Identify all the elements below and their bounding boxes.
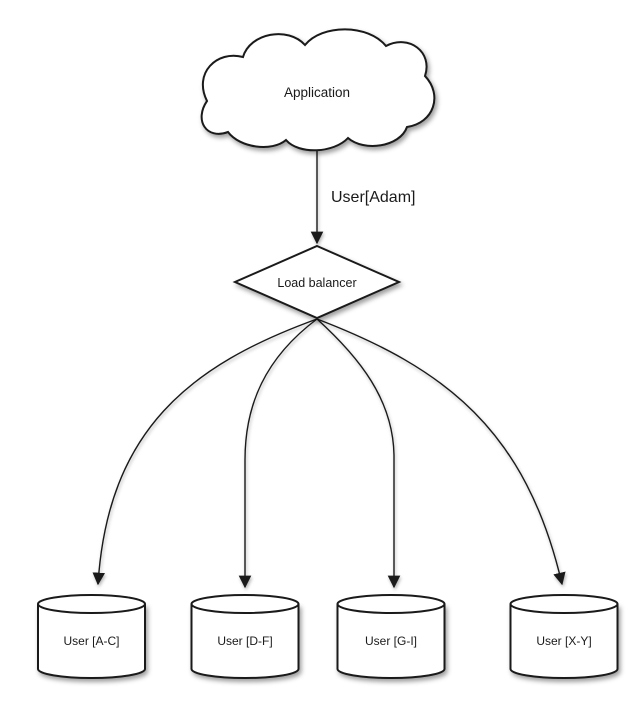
node-application: Application <box>200 28 436 152</box>
cloud-shape <box>200 28 436 152</box>
shard-2-label: User [D-F] <box>217 634 272 648</box>
cylinder-body <box>336 604 446 679</box>
cylinder-top <box>37 594 146 614</box>
shard-1-label: User [A-C] <box>63 634 119 648</box>
node-shard-4: User [X-Y] <box>509 594 619 679</box>
edge-lb-to-shard-4 <box>316 318 566 586</box>
edge-lb-to-shard-3 <box>316 318 401 589</box>
edge-label-user-adam: User[Adam] <box>331 189 415 206</box>
edge-group <box>92 150 566 589</box>
load-balancer-label: Load balancer <box>277 276 356 290</box>
edge-lb-to-shard-1 <box>92 318 318 586</box>
edge-lb-to-shard-2 <box>238 318 318 589</box>
cylinder-body <box>190 604 300 679</box>
node-shard-1: User [A-C] <box>37 594 146 679</box>
cylinder-top <box>336 594 446 614</box>
node-shard-3: User [G-I] <box>336 594 446 679</box>
cylinder-body <box>37 604 146 679</box>
cylinder-body <box>509 604 619 679</box>
node-shard-2: User [D-F] <box>190 594 300 679</box>
cylinder-top <box>190 594 300 614</box>
node-load-balancer: Load balancer <box>232 244 402 320</box>
diamond-shape <box>232 244 402 320</box>
shard-4-label: User [X-Y] <box>536 634 591 648</box>
shard-3-label: User [G-I] <box>365 634 417 648</box>
cylinder-top <box>509 594 619 614</box>
application-label: Application <box>284 85 350 100</box>
